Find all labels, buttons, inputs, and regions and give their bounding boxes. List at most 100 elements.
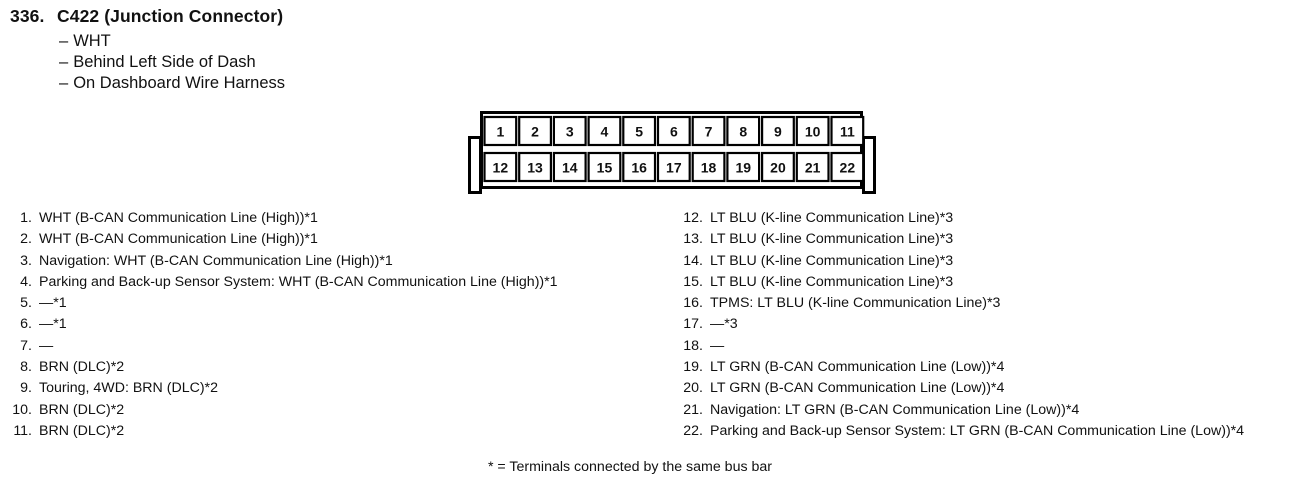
terminal-number: 21. — [683, 401, 703, 418]
terminal-number: 13. — [683, 231, 703, 248]
terminal-number: 19. — [683, 359, 703, 376]
pin-label: 10 — [805, 124, 821, 140]
pin-cell — [726, 115, 761, 147]
pin-cell — [552, 151, 587, 183]
pin-label: 17 — [666, 160, 682, 176]
terminal-number: 2. — [20, 231, 32, 248]
terminal-row: 7.— — [0, 336, 53, 357]
heading-title: C422 (Junction Connector) — [57, 6, 284, 26]
pin-cell — [622, 115, 657, 147]
pin-cell — [552, 115, 587, 147]
terminal-row: 5. —*1 — [0, 293, 66, 314]
terminal-row: 3. Navigation: WHT (B-CAN Communication L… — [0, 251, 393, 272]
terminal-number: 17. — [683, 316, 703, 333]
heading-number: 336. — [10, 6, 45, 26]
pin-label: 14 — [562, 160, 578, 176]
pin-cell — [483, 151, 518, 183]
pin-cell — [587, 115, 622, 147]
terminal-description: — — [710, 337, 725, 354]
terminal-description: LT BLU (K-line Communication Line)*3 — [710, 252, 954, 269]
terminal-description: Parking and Back-up Sensor System: WHT (… — [39, 273, 558, 290]
pin-cell — [691, 151, 726, 183]
pin-cell — [656, 151, 691, 183]
pin-label: 20 — [770, 160, 786, 176]
pin-label: 8 — [739, 124, 747, 140]
terminal-description: Parking and Back-up Sensor System: LT GR… — [710, 422, 1245, 439]
pin-label: 6 — [670, 124, 678, 140]
pin-cell — [761, 151, 795, 183]
pin-label: 1 — [496, 124, 504, 140]
left-latch — [468, 136, 482, 194]
detail-color: –WHT — [59, 32, 111, 50]
terminal-number: 9. — [20, 380, 32, 397]
terminal-description: TPMS: LT BLU (K-line Communication Line)… — [710, 295, 1001, 312]
pin-label: 7 — [705, 124, 713, 140]
terminal-description: Touring, 4WD: BRN (DLC)*2 — [39, 380, 218, 397]
pin-label: 3 — [566, 124, 574, 140]
pin-label: 5 — [635, 124, 643, 140]
terminal-number: 4. — [20, 273, 32, 290]
pin-cell — [761, 115, 795, 147]
terminal-row: 1. WHT (B-CAN Communication Line (High))*… — [0, 208, 318, 229]
pin-cell — [587, 151, 622, 183]
terminal-number: 1. — [20, 210, 32, 226]
pin-cell — [622, 151, 657, 183]
detail-harness: –On Dashboard Wire Harness — [59, 74, 286, 92]
terminal-number: 14. — [683, 252, 703, 269]
terminal-number: 16. — [683, 295, 703, 312]
terminal-row: 8. BRN (DLC)*2 — [0, 357, 124, 378]
pin-cell — [518, 115, 553, 147]
terminal-row: 10. BRN (DLC)*2 — [0, 400, 124, 421]
terminal-number: 11. — [13, 422, 32, 439]
pin-cell — [830, 151, 865, 183]
terminal-description: —*1 — [39, 295, 67, 312]
terminal-number: 10. — [12, 401, 32, 418]
pin-label: 18 — [701, 160, 717, 176]
terminal-number: 8. — [20, 359, 32, 376]
right-latch — [862, 136, 876, 194]
terminal-number: 15. — [683, 273, 703, 290]
pin-label: 15 — [597, 160, 613, 176]
terminal-row: 6. —*1 — [0, 314, 66, 335]
terminal-description: LT BLU (K-line Communication Line)*3 — [710, 273, 954, 290]
pin-cell — [691, 115, 726, 147]
terminal-description: BRN (DLC)*2 — [39, 422, 125, 439]
terminal-number: 3. — [20, 252, 32, 269]
terminal-row: 11. BRN (DLC)*2 — [0, 421, 124, 442]
terminal-row: 2.WHT (B-CAN Communication Line (High))*… — [0, 229, 318, 250]
terminal-description: Navigation: WHT (B-CAN Communication Lin… — [39, 252, 393, 269]
footnote: * = Terminals connected by the same bus … — [487, 459, 773, 475]
pin-cell — [795, 151, 830, 183]
terminal-description: BRN (DLC)*2 — [39, 401, 125, 418]
pin-label: 13 — [527, 160, 543, 176]
terminal-number: 5. — [20, 295, 32, 312]
terminal-description: —*3 — [710, 316, 738, 333]
pin-label: 22 — [840, 160, 856, 176]
terminal-description: LT GRN (B-CAN Communication Line (Low))*… — [710, 380, 1005, 397]
pin-cell — [518, 151, 553, 183]
pin-label: 9 — [774, 124, 782, 140]
pin-cell — [656, 115, 691, 147]
terminal-description: — — [39, 337, 54, 354]
pin-label: 11 — [840, 124, 855, 140]
terminal-row: 9. Touring, 4WD: BRN (DLC)*2 — [0, 378, 218, 399]
terminal-number: 12. — [683, 210, 703, 226]
terminal-list-left: 1. WHT (B-CAN Communication Line (High))*… — [0, 208, 557, 442]
terminal-number: 6. — [20, 316, 32, 333]
pin-cell — [795, 115, 830, 147]
detail-location: –Behind Left Side of Dash — [59, 53, 256, 71]
pin-label: 2 — [531, 124, 539, 140]
terminal-description: —*1 — [39, 316, 67, 333]
terminal-description: WHT (B-CAN Communication Line (High))*1 — [39, 210, 318, 226]
pin-label: 16 — [631, 160, 647, 176]
terminal-number: 20. — [683, 380, 703, 397]
terminal-row: 4. Parking and Back-up Sensor System: WHT… — [0, 272, 557, 293]
terminal-description: BRN (DLC)*2 — [39, 359, 125, 376]
pin-label: 4 — [601, 124, 609, 140]
connector-heading: 336. C422 (Junction Connector) — [10, 6, 283, 27]
pin-label: 21 — [805, 160, 821, 176]
terminal-description: LT BLU (K-line Communication Line)*3 — [710, 210, 954, 226]
pin-cell — [830, 115, 865, 147]
pin-cell — [483, 115, 518, 147]
